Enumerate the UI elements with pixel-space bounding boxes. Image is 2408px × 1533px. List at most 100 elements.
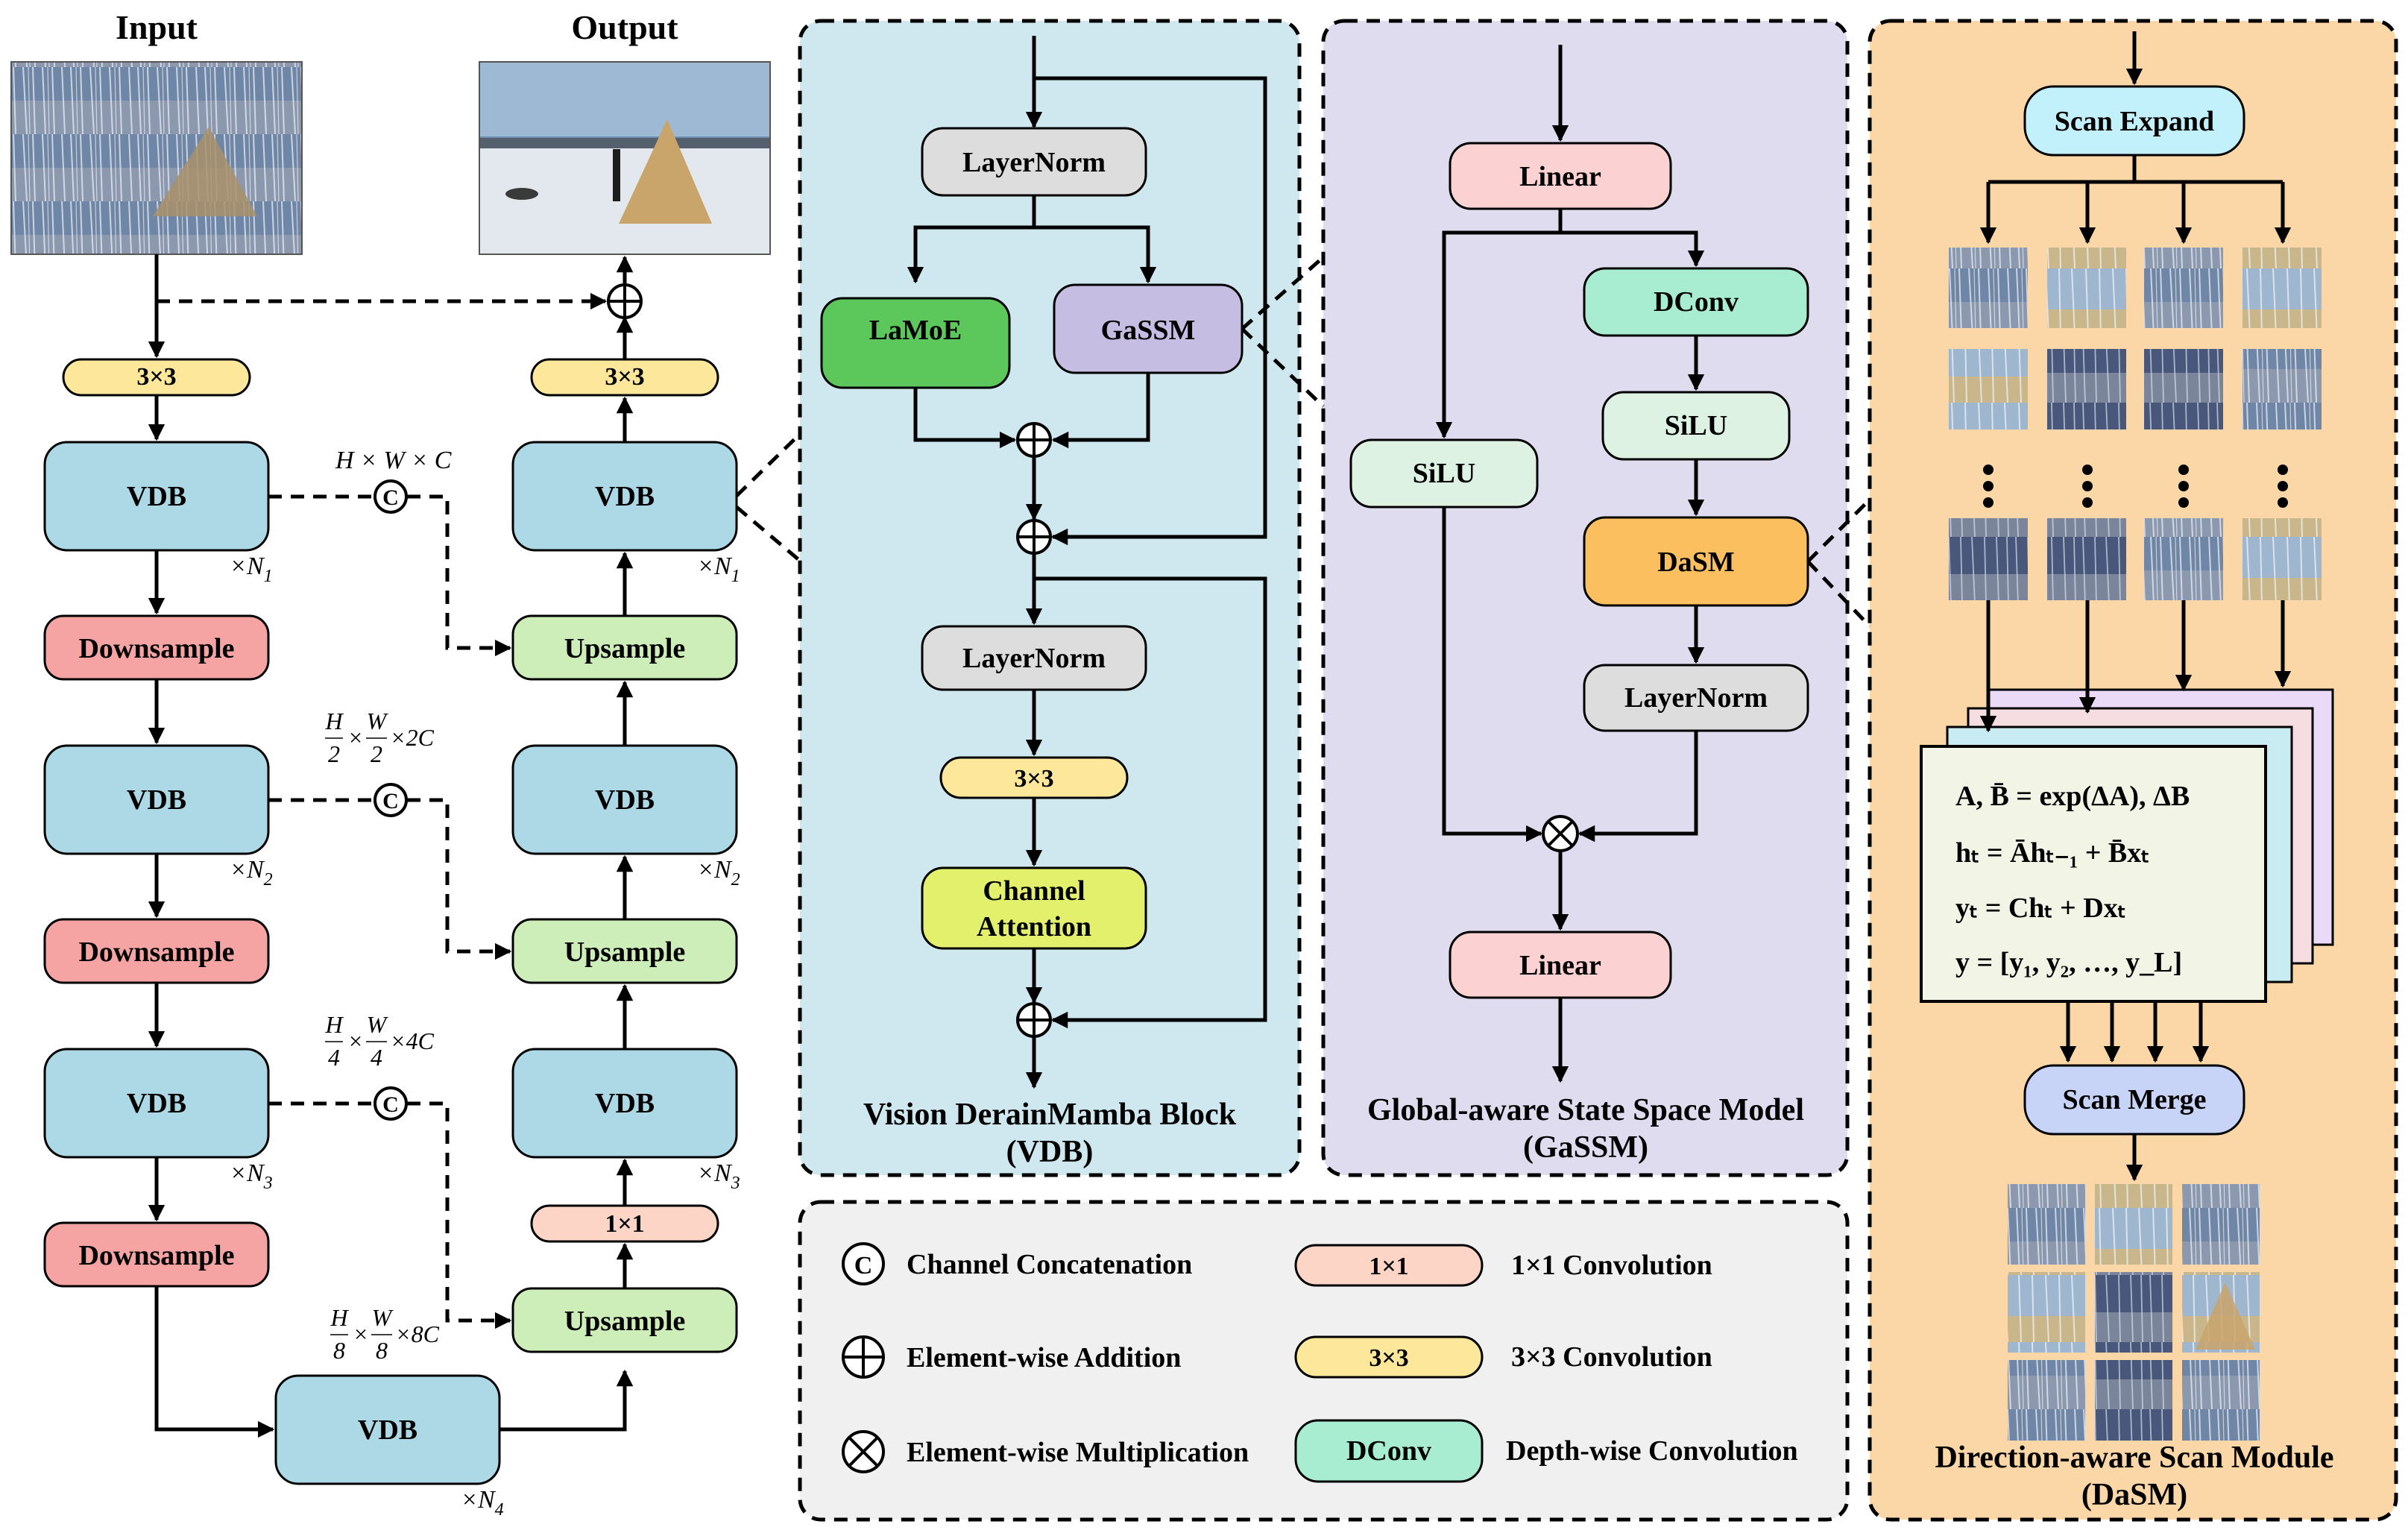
output-image (479, 61, 771, 255)
vdb-encoder-1-label: VDB (127, 481, 186, 512)
gassm-layernorm-label: LayerNorm (1624, 682, 1768, 714)
svg-text:H: H (324, 1011, 344, 1038)
zoom-line-dasm-top (1806, 498, 1871, 563)
concat-icon-label: C (382, 485, 399, 510)
skip-3-to-upsample (407, 1101, 512, 1329)
conv1x1-decoder-label: 1×1 (605, 1210, 644, 1238)
ssm-equation-1: A, B̄ = exp(ΔA), ΔB (1955, 781, 2190, 812)
concat-icon-label: C (382, 1092, 399, 1117)
upsample-3-label: Upsample (564, 1306, 686, 1337)
arrow-ln-lamoe (907, 195, 1036, 284)
legend-concat-symbol: C (854, 1252, 873, 1279)
gassm-linear-top-label: Linear (1519, 161, 1601, 192)
svg-text:8: 8 (333, 1337, 345, 1364)
legend-conv3-chip (1294, 1335, 1484, 1379)
scan-arrows-in (1979, 600, 2292, 733)
input-label: Input (116, 8, 198, 46)
dim-label-1: H × W × C (335, 447, 452, 474)
repeat-n2-right: ×N2 (697, 856, 740, 890)
channel-attention-label-1: Channel (983, 875, 1085, 907)
vdb-encoder-3-label: VDB (127, 1088, 186, 1119)
gassm-title-abbr: (GaSSM) (1523, 1130, 1648, 1165)
vdb-encoder-2-label: VDB (127, 784, 186, 816)
dim-label-2: H 2 × W 2 ×2C (324, 708, 434, 767)
arrow-bottleneck-up3 (499, 1369, 634, 1432)
legend-conv1-label: 1×1 Convolution (1511, 1250, 1712, 1281)
arrow-linear-silu-left (1435, 209, 1563, 439)
svg-text:×: × (347, 1027, 364, 1054)
ssm-card-front (1920, 745, 2267, 1003)
gassm-silu-left-label: SiLU (1413, 458, 1475, 489)
svg-text:2: 2 (371, 740, 382, 767)
legend-conv1-chip (1294, 1244, 1484, 1287)
svg-text:8: 8 (376, 1337, 388, 1364)
arrow-linear-dconv (1560, 230, 1705, 268)
downsample-3-label: Downsample (78, 1240, 234, 1271)
legend-dconv-chip-label: DConv (1346, 1435, 1431, 1467)
ssm-equation-3: yₜ = Chₜ + Dxₜ (1955, 893, 2126, 924)
svg-text:2: 2 (328, 740, 340, 767)
repeat-n1-left: ×N1 (230, 553, 273, 586)
legend-conv3-chip-label: 3×3 (1369, 1344, 1408, 1372)
concat-icon: C (374, 783, 408, 817)
vdb-decoder-1-label: VDB (595, 481, 655, 512)
concat-icon: C (374, 1086, 408, 1121)
input-image (10, 61, 303, 255)
arrow-silu-multiply (1442, 507, 1543, 843)
vdb-bottleneck-label: VDB (358, 1414, 417, 1446)
gassm-title: Global-aware State Space Model (1367, 1093, 1804, 1127)
vdb-decoder-2-label: VDB (595, 784, 655, 816)
svg-text:H: H (330, 1304, 349, 1331)
conv3x3-output-label: 3×3 (605, 363, 644, 391)
skip-2-to-upsample (407, 798, 512, 960)
svg-text:4: 4 (328, 1044, 340, 1071)
vdb-title: Vision DerainMamba Block (863, 1098, 1237, 1132)
vdb-conv3x3-label: 3×3 (1014, 765, 1053, 793)
arrow-gassm-add (1051, 373, 1150, 449)
vdb-layernorm-2-label: LayerNorm (962, 643, 1106, 674)
multiply-icon (1542, 815, 1579, 852)
ssm-equation-2: hₜ = Āhₜ₋₁ + B̄xₜ (1955, 837, 2149, 869)
add-icon (1016, 1002, 1052, 1038)
svg-text:W: W (367, 1011, 389, 1038)
svg-text:×4C: ×4C (390, 1027, 435, 1054)
channel-attention-label-2: Attention (977, 911, 1091, 942)
add-icon (607, 283, 643, 319)
legend-dconv-chip (1294, 1419, 1484, 1483)
zoom-line-dasm-bottom (1806, 560, 1871, 628)
svg-text:×: × (347, 724, 364, 751)
lamoe-label: LaMoE (869, 315, 962, 346)
zoom-line-vdb-top (735, 432, 801, 497)
dim-label-4: H 8 × W 8 ×8C (330, 1304, 439, 1364)
zoom-line-vdb-bottom (735, 506, 801, 562)
scan-arrows-out (2059, 1001, 2210, 1063)
dasm-title: Direction-aware Scan Module (1935, 1441, 2333, 1475)
repeat-n1-right: ×N1 (697, 553, 740, 586)
gassm-dconv-label: DConv (1654, 286, 1739, 318)
svg-text:H: H (324, 708, 344, 734)
scan-patch-column-3 (2144, 248, 2223, 600)
repeat-n3-right: ×N3 (697, 1159, 740, 1193)
vdb-layernorm-1-label: LayerNorm (962, 147, 1106, 178)
merged-output-image (2008, 1184, 2260, 1441)
concat-icon-label: C (382, 789, 399, 813)
downsample-2-label: Downsample (78, 937, 234, 968)
legend-conv3-label: 3×3 Convolution (1511, 1341, 1712, 1373)
legend-add-icon (842, 1335, 885, 1379)
scan-expand-branches (1979, 155, 2292, 245)
legend-multiply-label: Element-wise Multiplication (907, 1437, 1249, 1468)
gassm-linear-bottom-label: Linear (1519, 950, 1601, 981)
repeat-n3-left: ×N3 (230, 1159, 273, 1193)
svg-text:W: W (372, 1304, 394, 1331)
skip-1-to-upsample (407, 494, 512, 657)
svg-text:W: W (367, 708, 389, 734)
downsample-1-label: Downsample (78, 633, 234, 664)
arrow-ln-multiply (1578, 731, 1698, 843)
svg-text:×2C: ×2C (390, 724, 435, 751)
zoom-line-gassm-top (1241, 256, 1325, 330)
scan-expand-label: Scan Expand (2055, 106, 2214, 137)
gassm-label: GaSSM (1101, 315, 1196, 346)
repeat-n2-left: ×N2 (230, 856, 273, 890)
upsample-1-label: Upsample (564, 633, 686, 664)
vdb-decoder-3-label: VDB (595, 1088, 655, 1119)
